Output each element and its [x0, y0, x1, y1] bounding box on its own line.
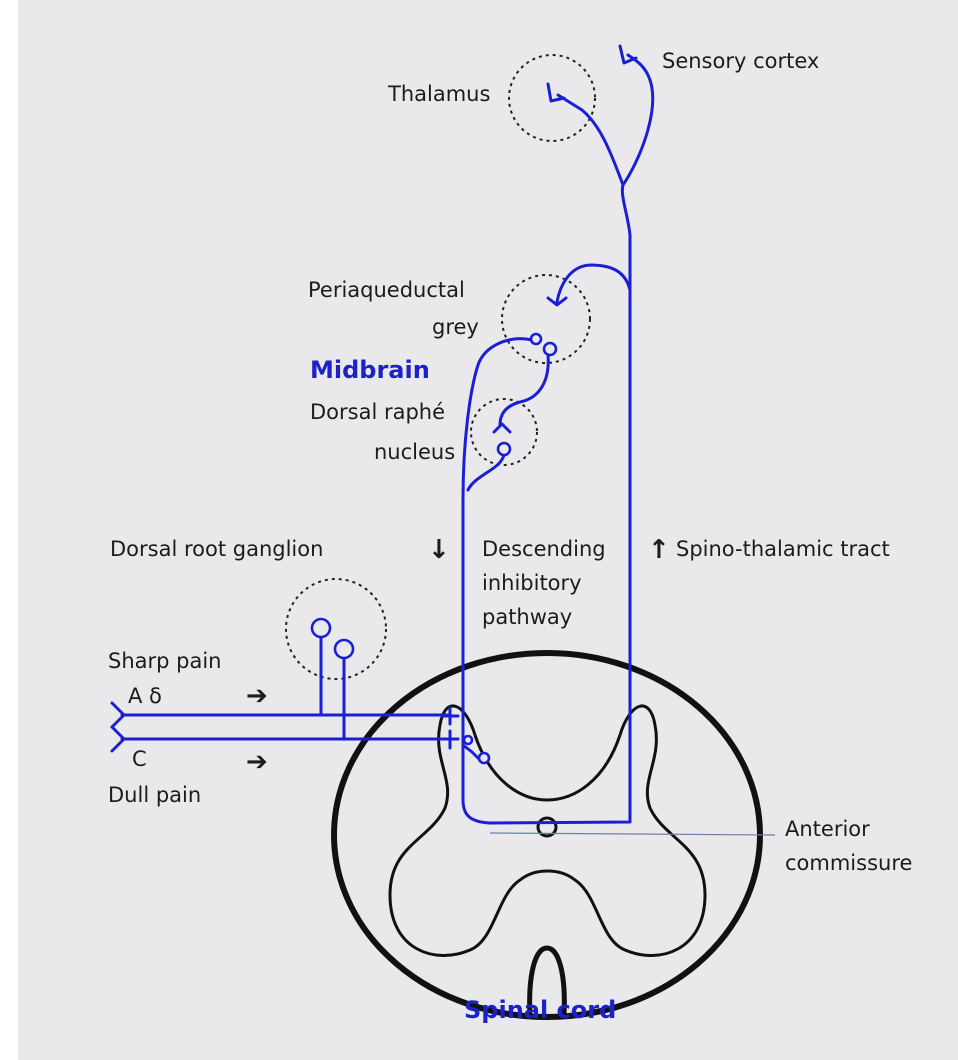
c-arrow-icon: ➔	[246, 747, 268, 777]
a-delta-receptor-icon	[112, 703, 124, 727]
thalamus-region	[509, 55, 595, 141]
pag-collateral	[557, 265, 630, 302]
interneuron-soma-1	[464, 736, 472, 744]
ascending-arrow-icon: ↑	[648, 535, 670, 565]
sharp-pain-label: Sharp pain	[108, 649, 222, 673]
spinothalamic-label: Spino-thalamic tract	[676, 537, 890, 561]
dull-pain-label: Dull pain	[108, 783, 201, 807]
periaqueductal-label: Periaqueductal	[308, 278, 465, 302]
a-delta-ganglion-soma	[312, 619, 330, 637]
dorsal-raphe-nucleus-label: nucleus	[374, 440, 455, 464]
commissure-label: commissure	[785, 851, 912, 875]
grey-matter-outline	[390, 706, 705, 956]
dorsal-horn-interneuron	[463, 745, 480, 760]
a-delta-label: A δ	[128, 684, 162, 708]
cortex-branch	[623, 55, 653, 185]
dorsal-root-ganglion-region	[286, 579, 386, 679]
spinal-cord-heading: Spinal cord	[464, 996, 616, 1024]
raphe-terminal-icon	[494, 424, 510, 432]
midbrain-heading: Midbrain	[310, 356, 430, 384]
c-ganglion-soma	[335, 640, 353, 658]
descending-arrow-icon: ↓	[428, 535, 450, 565]
raphe-soma	[498, 443, 510, 455]
anterior-commissure-leader	[490, 833, 775, 835]
pag-soma-2	[544, 343, 556, 355]
c-receptor-icon	[112, 727, 124, 751]
spinothalamic-tract-fibre	[463, 95, 630, 823]
dorsal-root-ganglion-label: Dorsal root ganglion	[110, 537, 323, 561]
thalamus-label: Thalamus	[387, 82, 490, 106]
descending-label: Descending	[482, 537, 606, 561]
sensory-cortex-label: Sensory cortex	[662, 49, 819, 73]
pathway-label: pathway	[482, 605, 572, 629]
pag-to-raphe-fibre	[500, 355, 548, 425]
interneuron-soma-2	[479, 753, 489, 763]
inhibitory-label: inhibitory	[482, 571, 582, 595]
a-delta-arrow-icon: ➔	[246, 681, 268, 711]
pag-soma-1	[531, 334, 541, 344]
anterior-label: Anterior	[785, 817, 870, 841]
periaqueductal-grey-label: grey	[432, 315, 479, 339]
thalamus-terminal-icon	[548, 84, 564, 101]
dorsal-raphe-label: Dorsal raphé	[310, 400, 445, 424]
c-fibre-label: C	[132, 747, 147, 771]
